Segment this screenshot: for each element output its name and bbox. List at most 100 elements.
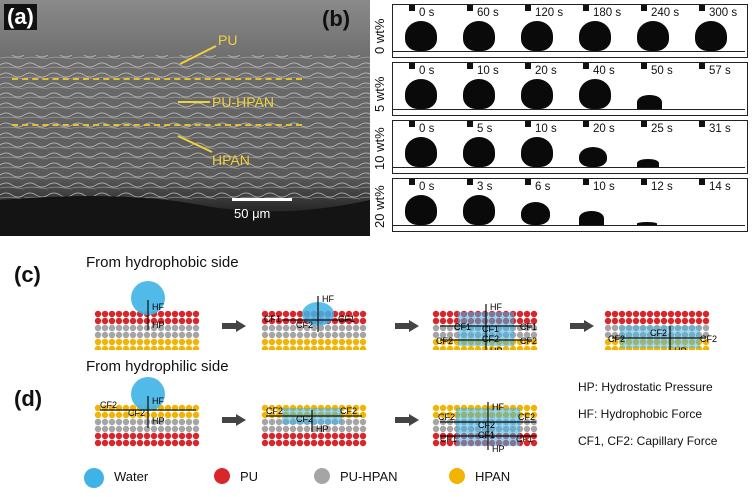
hpan-particle [324, 338, 332, 346]
pu-hpan-particle [446, 425, 454, 433]
pu-particle [674, 310, 682, 318]
hpan-particle [604, 338, 612, 346]
step-arrow [570, 320, 594, 332]
hpan-particle [164, 345, 172, 350]
pu-hpan-particle [101, 418, 109, 426]
pu-hpan-particle [192, 425, 200, 433]
pu-hpan-particle [185, 324, 193, 332]
pu-particle [331, 317, 339, 325]
pu-particle [268, 310, 276, 318]
pu-particle [639, 310, 647, 318]
hpan-particle [446, 404, 454, 412]
needle-mark [467, 121, 473, 127]
needle-mark [699, 121, 705, 127]
water-droplet [405, 137, 437, 167]
pu-particle [115, 439, 123, 447]
force-label: CF2 [296, 320, 313, 330]
pu-particle [516, 317, 524, 325]
pu-hpan-particle [345, 324, 353, 332]
hpan-particle [94, 404, 102, 412]
force-label: HF [492, 402, 504, 412]
pu-hpan-particle [275, 331, 283, 339]
hpan-particle [261, 345, 269, 350]
water-spread [620, 326, 700, 348]
needle-mark [409, 5, 415, 11]
pu-particle [157, 317, 165, 325]
time-label: 50 s [651, 65, 673, 77]
pu-hpan-particle [331, 331, 339, 339]
force-label: HF [152, 302, 164, 312]
pu-particle [653, 317, 661, 325]
pu-particle [352, 317, 360, 325]
needle-mark [409, 179, 415, 185]
force-label: HP [490, 346, 503, 350]
hpan-particle [129, 338, 137, 346]
pu-particle [178, 432, 186, 440]
hpan-particle [432, 345, 440, 350]
time-label: 0 s [419, 181, 435, 193]
hpan-particle [495, 345, 503, 350]
pu-particle [310, 432, 318, 440]
hpan-particle [289, 345, 297, 350]
legend-label: PU [240, 469, 259, 484]
pu-hpan-particle [282, 425, 290, 433]
pu-hpan-particle [94, 425, 102, 433]
pu-particle [289, 310, 297, 318]
pu-particle [446, 310, 454, 318]
force-label: CF2 [436, 336, 453, 346]
pu-particle [185, 310, 193, 318]
pu-hpan-particle [303, 425, 311, 433]
hpan-particle [171, 345, 179, 350]
force-label: HP [152, 320, 165, 330]
hpan-particle [446, 345, 454, 350]
hpan-particle [185, 345, 193, 350]
force-label: CF2 [650, 328, 667, 338]
needle-mark [467, 5, 473, 11]
pu-particle [157, 432, 165, 440]
pu-hpan-particle [439, 425, 447, 433]
hpan-particle [185, 338, 193, 346]
hpan-particle [296, 338, 304, 346]
pu-hpan-particle [150, 425, 158, 433]
pu-particle [296, 439, 304, 447]
step-arrow [395, 320, 419, 332]
pu-particle [129, 310, 137, 318]
pu-particle [115, 432, 123, 440]
pu-particle [695, 317, 703, 325]
time-label: 180 s [593, 7, 622, 19]
pu-hpan-particle [178, 425, 186, 433]
needle-mark [583, 121, 589, 127]
pu-particle [101, 310, 109, 318]
hpan-particle [129, 411, 137, 419]
pu-particle [282, 432, 290, 440]
pu-hpan-particle [282, 324, 290, 332]
pu-hpan-particle [108, 425, 116, 433]
pu-hpan-particle [338, 331, 346, 339]
baseline [393, 225, 745, 226]
pu-particle [143, 439, 151, 447]
force-label: CF1 [516, 434, 533, 444]
hpan-particle [108, 345, 116, 350]
pu-hpan-particle [171, 425, 179, 433]
time-label: 20 s [593, 123, 615, 135]
water-droplet [637, 222, 657, 225]
pu-hpan-particle [268, 418, 276, 426]
pu-particle [178, 439, 186, 447]
pu-particle [261, 439, 269, 447]
pu-hpan-particle [303, 324, 311, 332]
force-label: CF2 [340, 406, 357, 416]
pu-hpan-particle [702, 324, 710, 332]
hpan-particle [345, 345, 353, 350]
time-label: 0 s [419, 7, 435, 19]
pu-particle [639, 317, 647, 325]
pu-particle [303, 432, 311, 440]
hpan-particle [359, 345, 367, 350]
hpan-particle [268, 404, 276, 412]
pu-hpan-particle [94, 331, 102, 339]
pu-hpan-particle [268, 324, 276, 332]
pu-hpan-particle [178, 418, 186, 426]
hpan-particle [439, 411, 447, 419]
hpan-particle [275, 338, 283, 346]
pu-particle [660, 310, 668, 318]
